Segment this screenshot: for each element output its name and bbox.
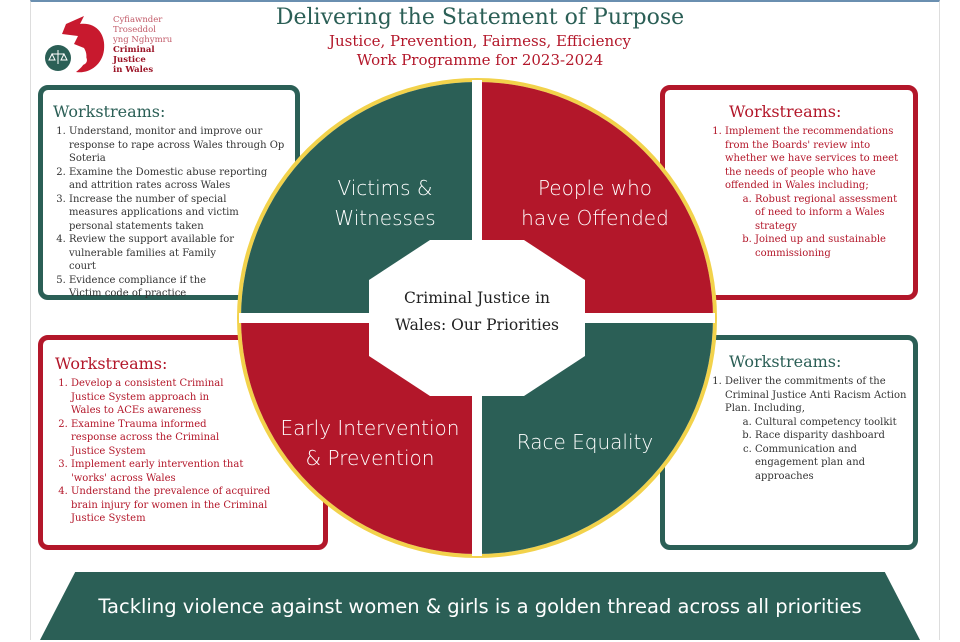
workstream-item: Increase the number of special measures … [69, 193, 295, 234]
logo-english-2: Justice [113, 55, 146, 65]
logo-text: Cyfiawnder Troseddol yng Nghymru Crimina… [113, 15, 172, 75]
quadrant-label-victims: Victims &Witnesses [334, 176, 436, 230]
workstream-item: Deliver the commitments of the Criminal … [725, 376, 907, 414]
logo-english-3: in Wales [113, 65, 154, 75]
quadrant-label-race: Race Equality [516, 430, 654, 454]
workstream-subitem: Robust regional assessment of need to in… [755, 193, 905, 234]
logo-welsh-1: Cyfiawnder [113, 15, 163, 25]
logo-english-1: Criminal [113, 45, 155, 55]
workstreams-heading: Workstreams: [55, 354, 168, 373]
workstream-item: Develop a consistent Criminal Justice Sy… [71, 377, 323, 418]
workstream-subitem: Communication and engagement plan and ap… [755, 443, 910, 484]
programme-title: Work Programme for 2023-2024 [356, 51, 604, 69]
workstreams-heading: Workstreams: [729, 352, 842, 371]
workstream-item: Evidence compliance if the Victim code o… [69, 274, 295, 301]
workstream-item: Examine Trauma informed response across … [71, 418, 323, 459]
workstream-item: Understand the prevalence of acquired br… [71, 485, 323, 526]
workstream-subitem: Joined up and sustainable commissioning [755, 233, 905, 260]
workstream-item: Understand, monitor and improve our resp… [69, 125, 295, 166]
workstream-subitem: Cultural competency toolkit [755, 416, 910, 430]
workstream-item: Examine the Domestic abuse reporting and… [69, 166, 295, 193]
workstream-item: Review the support available for vulnera… [69, 233, 295, 274]
workstreams-heading: Workstreams: [53, 102, 166, 121]
quadrant-label-early-intervention: Early Intervention& Prevention [280, 416, 460, 470]
subtitle: Justice, Prevention, Fairness, Efficienc… [329, 32, 631, 50]
page-title: Delivering the Statement of Purpose [275, 5, 685, 30]
workstream-item: Implement the recommendations from the B… [725, 126, 899, 191]
workstreams-heading: Workstreams: [729, 102, 842, 121]
center-octagon [369, 240, 585, 396]
page-frame [30, 0, 940, 640]
logo-welsh-2: Troseddol [113, 25, 156, 35]
logo-welsh-3: yng Nghymru [113, 35, 173, 45]
dragon-logo-icon [45, 16, 105, 73]
workstream-item: Implement early intervention that 'works… [71, 458, 323, 485]
workstream-subitem: Race disparity dashboard [755, 429, 910, 443]
golden-thread-banner: Tackling violence against women & girls … [40, 572, 920, 640]
banner-text: Tackling violence against women & girls … [98, 595, 862, 618]
